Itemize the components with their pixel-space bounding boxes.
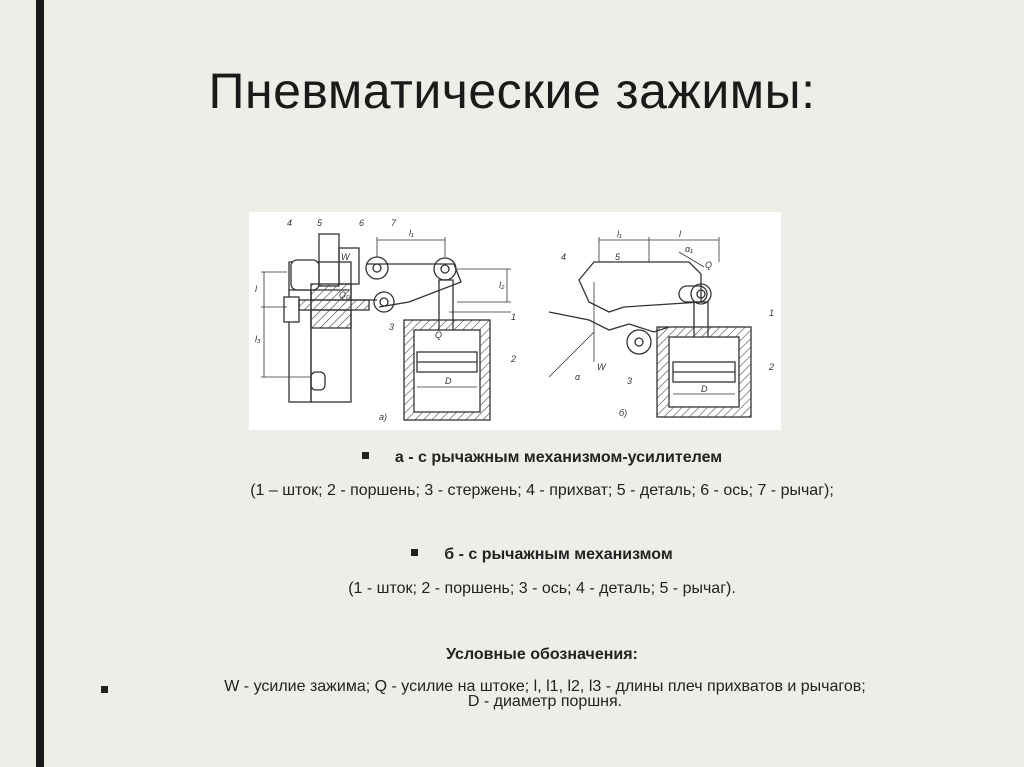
- label-b-q: Q: [705, 260, 712, 270]
- label-a-q: Q: [435, 330, 442, 340]
- bullet-icon: [361, 452, 369, 460]
- label-a-4: 4: [287, 218, 292, 228]
- legend-heading: Условные обозначения:: [446, 646, 638, 663]
- label-b-d: D: [701, 384, 708, 394]
- slide-title: Пневматические зажимы:: [208, 63, 816, 119]
- label-b-3: 3: [627, 376, 632, 386]
- label-b-5: 5: [615, 252, 621, 262]
- bullet-icon: [101, 686, 108, 693]
- diagram-b: 4 5 1 2 3 W Q l₁ l α α₁ D б): [548, 229, 774, 418]
- label-b-l1: l₁: [617, 229, 622, 239]
- label-b-4: 4: [561, 252, 566, 262]
- label-b-2: 2: [768, 362, 774, 372]
- label-a-2: 2: [510, 354, 516, 364]
- item-b-heading: б - с рычажным механизмом: [444, 546, 673, 563]
- label-b-alpha: α: [575, 372, 581, 382]
- label-a-l: l: [255, 284, 258, 294]
- diagram-a: 4 5 6 7 1 2 3 W Q₀ Q l₁ l₂ l₃ l D а): [255, 218, 516, 422]
- label-a-q0: Q₀: [339, 290, 350, 300]
- label-a-1: 1: [511, 312, 516, 322]
- label-a-caption: а): [379, 412, 387, 422]
- legend-line-1: W - усилие зажима; Q - усилие на штоке; …: [224, 678, 866, 695]
- label-b-l: l: [679, 229, 682, 239]
- label-a-l1: l₁: [409, 228, 414, 238]
- item-a-detail: (1 – шток; 2 - поршень; 3 - стержень; 4 …: [250, 482, 834, 499]
- item-a-heading-row: а - с рычажным механизмом-усилителем: [60, 449, 1024, 467]
- left-accent-bar: [36, 0, 44, 767]
- item-b-detail: (1 - шток; 2 - поршень; 3 - ось; 4 - дет…: [348, 580, 736, 597]
- pneumatic-clamps-figure: 4 5 6 7 1 2 3 W Q₀ Q l₁ l₂ l₃ l D а): [249, 212, 781, 430]
- label-a-5: 5: [317, 218, 323, 228]
- bullet-icon: [411, 549, 419, 557]
- label-a-l2: l₂: [499, 280, 505, 290]
- label-a-3: 3: [389, 322, 394, 332]
- label-a-d: D: [445, 376, 452, 386]
- label-b-caption: б): [619, 408, 627, 418]
- label-a-w: W: [341, 252, 351, 262]
- label-b-w: W: [597, 362, 607, 372]
- item-a-heading: а - с рычажным механизмом-усилителем: [394, 449, 723, 466]
- label-a-6: 6: [359, 218, 364, 228]
- label-a-l3: l₃: [255, 334, 261, 344]
- label-a-7: 7: [391, 218, 397, 228]
- item-b-heading-row: б - с рычажным механизмом: [60, 546, 1024, 564]
- label-b-1: 1: [769, 308, 774, 318]
- legend-line-2: D - диаметр поршня.: [467, 693, 623, 710]
- label-b-alpha1: α₁: [685, 244, 693, 254]
